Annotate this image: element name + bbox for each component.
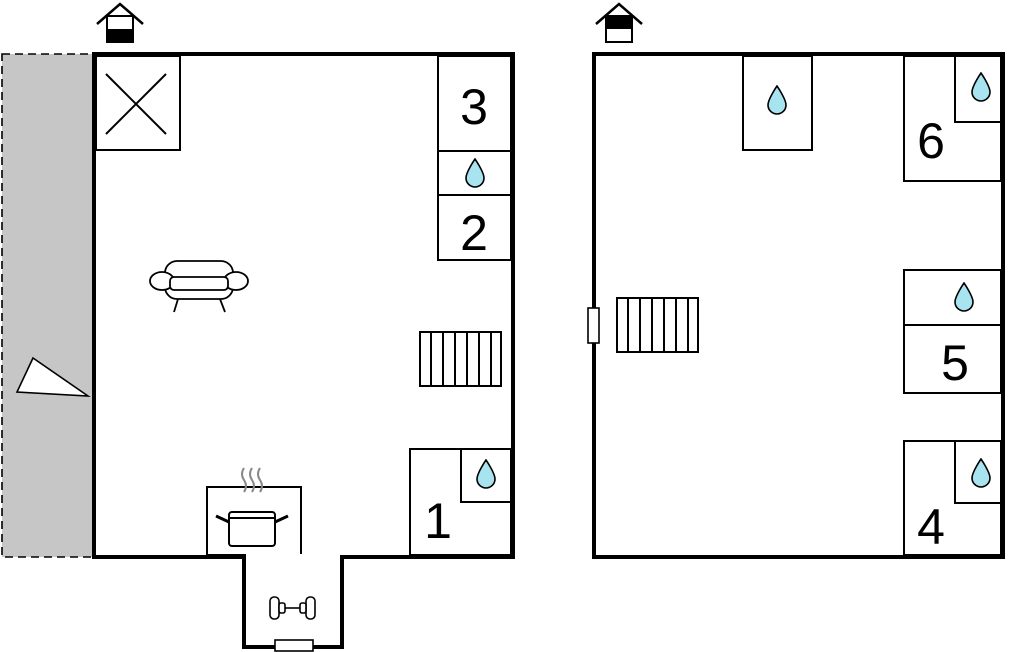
room-1: 1 [409, 448, 512, 556]
fireplace-icon [95, 55, 181, 151]
stairs-icon [419, 331, 502, 387]
terrace-icon [15, 356, 91, 397]
room-4: 4 [903, 440, 1002, 556]
bathroom-upper-a [742, 55, 813, 151]
room-label-4: 4 [917, 499, 945, 555]
terrace-area [1, 53, 95, 558]
upper-floor-plan: 6 5 4 [587, 2, 1005, 559]
room-label-5: 5 [941, 335, 969, 391]
room-label-1: 1 [424, 493, 452, 549]
cooktop-icon [206, 467, 302, 556]
room-2: 2 [437, 194, 512, 261]
bathroom-ground-a [437, 150, 512, 196]
room-3: 3 [437, 55, 512, 152]
door-icon [274, 639, 314, 652]
stairs-icon [616, 297, 699, 353]
ground-floor-plan: 3 2 [1, 2, 515, 652]
fitness-icon [269, 596, 316, 620]
house-ground-floor-icon [96, 2, 144, 43]
room-label-2: 2 [460, 205, 488, 261]
room-5: 5 [903, 269, 1002, 394]
sofa-icon [149, 260, 249, 313]
room-label-6: 6 [917, 113, 945, 169]
house-upper-floor-icon [595, 2, 643, 43]
room-6: 6 [903, 55, 1002, 182]
room-label-3: 3 [460, 79, 488, 135]
entrance-annex [242, 554, 344, 652]
door-icon [587, 307, 600, 344]
